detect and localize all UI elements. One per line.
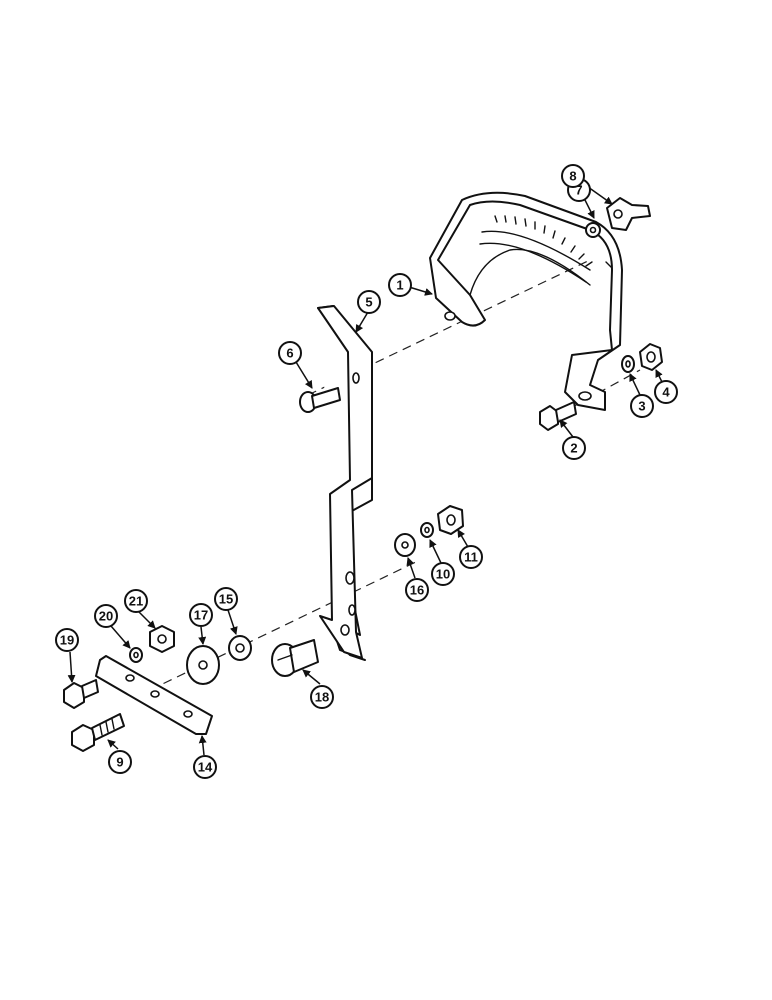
callout-3-label: 3 [638, 399, 645, 414]
carriage-bolt [299, 387, 341, 413]
callout-10-label: 10 [436, 567, 450, 582]
hex-bolt-9 [71, 713, 125, 752]
hex-nut-21 [149, 625, 175, 653]
callout-21-label: 21 [129, 594, 143, 609]
spacer-15 [228, 635, 252, 661]
strap-plate-14 [95, 655, 213, 735]
callout-17: 17 [189, 603, 213, 627]
callout-10: 10 [431, 562, 455, 586]
vertical-bracket [317, 305, 373, 661]
alignment-lines [149, 259, 641, 691]
callout-8-label: 8 [569, 169, 576, 184]
callout-2: 2 [562, 436, 586, 460]
callout-1: 1 [388, 273, 412, 297]
lock-washer-3 [621, 355, 635, 373]
callout-5-label: 5 [365, 295, 372, 310]
callout-15-label: 15 [219, 592, 233, 607]
callout-3: 3 [630, 394, 654, 418]
callout-19: 19 [55, 628, 79, 652]
callout-5: 5 [357, 290, 381, 314]
quadrant-bracket [429, 191, 623, 411]
callout-18-label: 18 [315, 690, 329, 705]
callout-6: 6 [278, 341, 302, 365]
callout-16: 16 [405, 578, 429, 602]
callout-16-label: 16 [410, 583, 424, 598]
callout-4-label: 4 [662, 385, 670, 400]
callout-20-label: 20 [99, 609, 113, 624]
lock-washer-7 [585, 222, 601, 238]
callout-14: 14 [193, 755, 217, 779]
hex-nut-11 [437, 505, 464, 535]
hex-nut-4 [639, 343, 663, 371]
callout-14-label: 14 [198, 760, 213, 775]
callout-15: 15 [214, 587, 238, 611]
flat-washer-17 [186, 645, 220, 685]
callout-9-label: 9 [116, 755, 123, 770]
clevis-pin-18 [271, 639, 319, 677]
callout-8: 8 [561, 164, 585, 188]
flat-washer-16 [394, 533, 416, 557]
callout-20: 20 [94, 604, 118, 628]
callout-11: 11 [459, 545, 483, 569]
callout-9: 9 [108, 750, 132, 774]
scale-ticks [494, 215, 593, 267]
wing-nut-8 [606, 197, 651, 231]
hex-bolt-19 [63, 679, 99, 709]
callout-11-label: 11 [464, 550, 478, 565]
callout-19-label: 19 [60, 633, 74, 648]
callout-21: 21 [124, 589, 148, 613]
callout-6-label: 6 [286, 346, 293, 361]
callout-4: 4 [654, 380, 678, 404]
hex-bolt-2 [539, 401, 577, 431]
lock-washer-10 [420, 522, 434, 538]
callout-2-label: 2 [570, 441, 577, 456]
lock-washer-20 [129, 647, 143, 663]
callout-18: 18 [310, 685, 334, 709]
callout-1-label: 1 [396, 278, 403, 293]
callouts: 1 2 3 4 5 6 7 8 9 10 11 14 15 16 17 18 1… [55, 164, 678, 779]
callout-7-label: 7 [575, 183, 582, 198]
callout-17-label: 17 [194, 608, 208, 623]
